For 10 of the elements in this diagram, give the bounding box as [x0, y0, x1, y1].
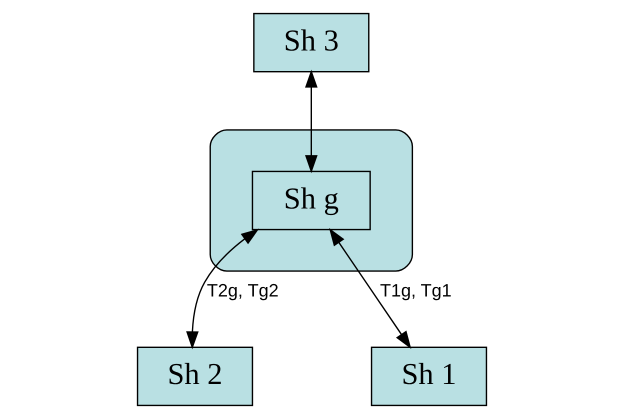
- arrow: [304, 70, 318, 174]
- arrow: [328, 228, 411, 349]
- edge-label: T1g, Tg1: [379, 280, 452, 301]
- node-box: Sh g: [251, 170, 370, 230]
- node-box: Sh 1: [370, 346, 487, 406]
- arrow: [186, 228, 259, 350]
- node-box: Sh 2: [136, 346, 253, 406]
- edge-label: T2g, Tg2: [206, 280, 278, 301]
- cluster: [209, 129, 413, 272]
- node-box: Sh 3: [252, 12, 369, 72]
